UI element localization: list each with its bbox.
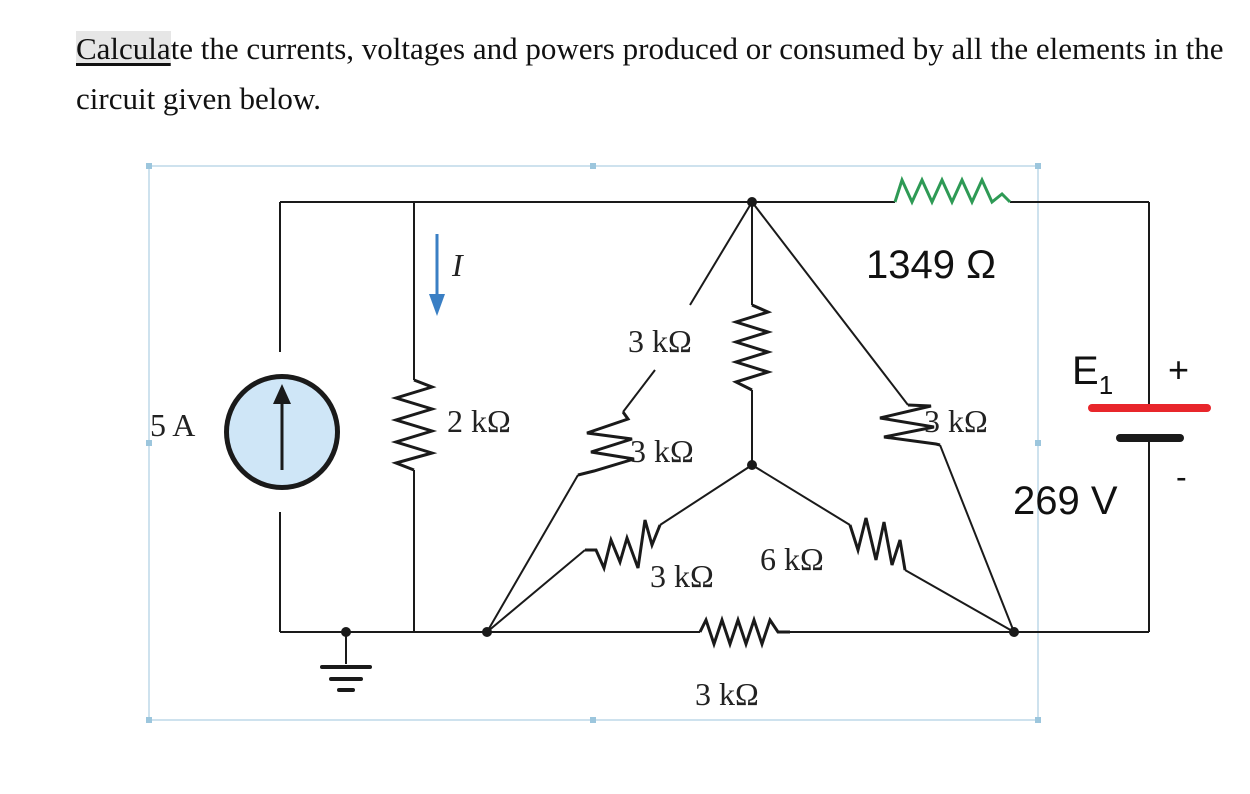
current-arrow-label: I [451,247,464,283]
resistor-2k-label: 2 kΩ [447,403,511,439]
resistor-delta-left-zigzag [577,411,635,477]
arrow-down-icon [429,294,445,316]
arrow-up-icon [273,384,291,404]
problem-statement: Calculate the currents, voltages and pow… [76,24,1226,124]
current-source [224,374,340,490]
battery-e1 [1088,404,1211,442]
resistor-1349-label: 1349 Ω [866,243,996,287]
battery-voltage-label: 269 V [1013,479,1118,523]
battery-minus-sign: - [1176,459,1187,495]
resistor-y-right-zigzag [848,517,907,571]
resistor-2k-zigzag [390,378,438,472]
current-arrow [429,234,445,316]
resistor-y-right-label: 6 kΩ [760,541,824,577]
battery-name-label: E1 [1072,349,1113,400]
resistor-delta-right-zigzag [879,403,941,447]
resistor-delta-right-label: 3 kΩ [924,403,988,439]
battery-plus-sign: + [1168,349,1189,390]
resistor-delta-bottom-zigzag [698,615,790,649]
junction-nodes [341,197,1019,637]
resistor-y-left-zigzag [585,519,662,573]
problem-text: te the currents, voltages and powers pro… [76,31,1224,116]
wires [279,201,1150,664]
resistor-y-left-label: 3 kΩ [650,558,714,594]
highlighted-word-fragment: Calcula [76,31,171,66]
current-source-label: 5 A [150,407,195,443]
resistor-1349-zigzag [893,175,1012,206]
resistor-delta-bottom-label: 3 kΩ [695,676,759,712]
resistor-y-top-label: 3 kΩ [628,323,692,359]
ground-symbol [320,665,372,692]
selection-handles [146,163,1041,723]
resistor-y-top-zigzag [730,303,774,392]
resistor-delta-left-label: 3 kΩ [630,433,694,469]
